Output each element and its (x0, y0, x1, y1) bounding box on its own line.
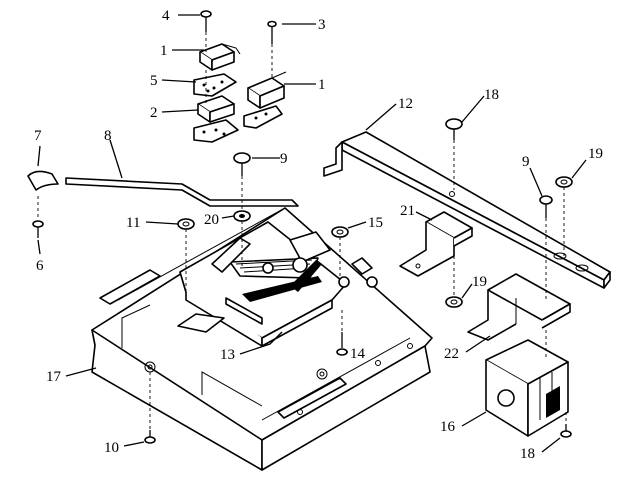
callout-7: 7 (34, 128, 42, 144)
callouts: 4 3 1 1 5 2 12 18 9 19 7 8 9 11 20 15 21… (34, 8, 603, 462)
callout-18a: 18 (484, 87, 499, 103)
clip-7 (27, 170, 59, 191)
callout-1a: 1 (160, 43, 168, 59)
callout-13: 13 (220, 347, 235, 363)
callout-11: 11 (126, 215, 140, 231)
screw-10 (144, 430, 156, 444)
bracket-22 (467, 273, 571, 341)
callout-9b: 9 (522, 154, 530, 170)
callout-5: 5 (150, 73, 158, 89)
washer-20 (233, 210, 251, 222)
nut-11 (177, 218, 195, 230)
callout-15: 15 (368, 215, 383, 231)
callout-20: 20 (204, 212, 219, 228)
nut-19-right (555, 176, 573, 188)
callout-19a: 19 (588, 146, 603, 162)
screw-9-top (233, 152, 251, 176)
callout-12: 12 (398, 96, 413, 112)
leader-lines (37, 14, 587, 453)
callout-6: 6 (36, 258, 44, 274)
callout-21: 21 (400, 203, 415, 219)
screw-9-right (539, 195, 553, 218)
screw-4 (200, 10, 212, 32)
callout-19b: 19 (472, 274, 487, 290)
callout-8: 8 (104, 128, 112, 144)
callout-2: 2 (150, 105, 158, 121)
assembly-guide-lines (37, 32, 567, 430)
nut-19-mid (445, 296, 463, 308)
callout-17: 17 (46, 369, 62, 385)
callout-14: 14 (350, 346, 366, 362)
callout-16: 16 (440, 419, 456, 435)
callout-10: 10 (104, 440, 119, 456)
rod-8 (65, 177, 299, 207)
callout-9a: 9 (280, 151, 288, 167)
screw-3 (267, 20, 277, 44)
switch-1-right (243, 71, 287, 129)
solenoid-16 (485, 339, 569, 437)
callout-22: 22 (444, 346, 459, 362)
bracket-12 (323, 131, 611, 289)
callout-1b: 1 (318, 77, 326, 93)
screw-18-bottom (560, 424, 572, 438)
callout-3: 3 (318, 17, 326, 33)
callout-18b: 18 (520, 446, 535, 462)
screw-18-top (445, 118, 463, 140)
nut-15 (331, 226, 349, 238)
callout-4: 4 (162, 8, 170, 24)
screw-6 (32, 220, 44, 238)
bracket-21 (399, 211, 473, 277)
insulator-5 (193, 73, 237, 97)
switch-1-upper (199, 43, 241, 71)
switch-2 (193, 95, 239, 143)
